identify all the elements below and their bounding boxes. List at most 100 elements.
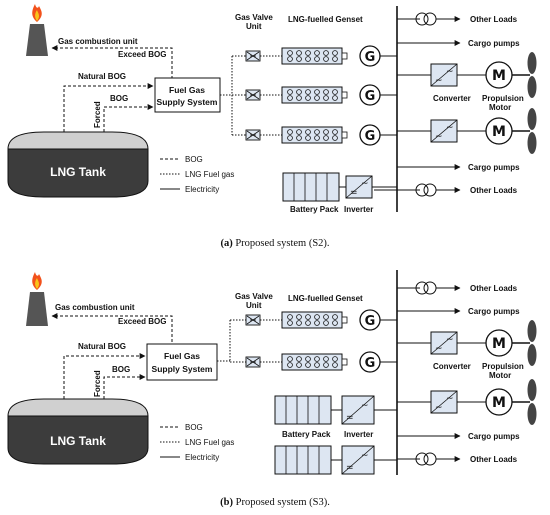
converter-icon — [430, 119, 458, 143]
cargo-pumps-top-label: Cargo pumps — [468, 39, 520, 48]
forced-label: Forced — [93, 370, 102, 397]
genset-engine — [281, 47, 348, 65]
natural-bog-line — [63, 353, 146, 399]
natural-bog-line — [63, 83, 154, 132]
propulsion-label-1: Propulsion — [482, 362, 524, 371]
forced-label: Forced — [93, 101, 102, 128]
genset-engine — [281, 86, 348, 104]
cargo-pumps-top-label: Cargo pumps — [468, 307, 520, 316]
propulsion-label-2: Motor — [489, 371, 511, 380]
diagram-a: Gas combustion unit Exceed BOG LNG Tank … — [7, 4, 537, 249]
converter-icon — [430, 63, 458, 87]
generator-symbol: G — [365, 50, 376, 65]
motor-symbol: M — [492, 336, 506, 352]
inverter-icon — [345, 175, 373, 199]
bog-label: BOG — [110, 94, 128, 103]
motor-symbol: M — [492, 124, 506, 140]
valve-icon — [245, 89, 261, 101]
bog-label: BOG — [112, 365, 130, 374]
fgss-label-2: Supply System — [157, 97, 218, 107]
valve-icon — [245, 50, 261, 62]
gas-combustion-unit-icon — [26, 272, 48, 326]
exceed-bog-label: Exceed BOG — [118, 317, 166, 326]
inverter-icon: = ~ — [341, 445, 375, 475]
battery-pack-icon — [274, 395, 332, 425]
svg-text:~: ~ — [361, 451, 369, 461]
battery-label: Battery Pack — [290, 205, 339, 214]
valve-icon — [245, 314, 261, 326]
caption-a: (a) Proposed system (S2). — [220, 238, 329, 249]
converter-label: Converter — [433, 94, 471, 103]
legend-bog: BOG — [185, 155, 203, 164]
inverter-icon: = ~ — [341, 395, 375, 425]
other-loads-bottom-label: Other Loads — [470, 186, 518, 195]
legend-fuel: LNG Fuel gas — [185, 438, 234, 447]
legend-bog: BOG — [185, 423, 203, 432]
gas-valve-label-2: Unit — [246, 301, 262, 310]
gas-combustion-unit-icon — [26, 4, 48, 56]
fgss-label-1: Fuel Gas — [169, 85, 205, 95]
caption-b: (b) Proposed system (S3). — [220, 497, 330, 508]
legend: BOG LNG Fuel gas Electricity — [160, 423, 234, 462]
valve-to-genset — [260, 319, 282, 363]
other-loads-top-label: Other Loads — [470, 284, 518, 293]
valve-icon — [245, 356, 261, 368]
fgss-label-1: Fuel Gas — [164, 351, 200, 361]
inverter-label: Inverter — [344, 205, 373, 214]
generator-bus-links — [380, 55, 397, 136]
svg-text:~: ~ — [361, 401, 369, 411]
converter-icon — [430, 390, 458, 414]
forced-bog-line — [103, 374, 146, 399]
fuel-gas-lines — [220, 55, 246, 136]
converter-label: Converter — [433, 362, 471, 371]
forced-bog-line — [103, 104, 154, 132]
generator-bus-links — [380, 319, 397, 363]
gas-valve-label-2: Unit — [246, 22, 262, 31]
converter-icon — [430, 331, 458, 355]
tank-label: LNG Tank — [50, 434, 106, 448]
motor-symbol: M — [492, 395, 506, 411]
cargo-pumps-bottom-label: Cargo pumps — [468, 432, 520, 441]
generator-symbol: G — [365, 129, 376, 144]
generator-symbol: G — [365, 356, 376, 371]
legend-electricity: Electricity — [185, 185, 219, 194]
generator-symbol: G — [365, 314, 376, 329]
propulsion-label-1: Propulsion — [482, 94, 524, 103]
valve-to-genset — [260, 55, 282, 136]
gas-valve-label-1: Gas Valve — [235, 292, 273, 301]
natural-bog-label: Natural BOG — [78, 342, 126, 351]
valve-icon — [245, 129, 261, 141]
genset-label: LNG-fuelled Genset — [288, 15, 363, 24]
lng-tank — [7, 398, 149, 465]
lng-tank — [7, 131, 149, 198]
legend: BOG LNG Fuel gas Electricity — [160, 155, 234, 194]
svg-text:=: = — [346, 413, 354, 423]
other-loads-top-label: Other Loads — [470, 15, 518, 24]
genset-engine — [281, 126, 348, 144]
gas-combustion-label: Gas combustion unit — [58, 37, 138, 46]
fgss-label-2: Supply System — [152, 364, 213, 374]
tank-label: LNG Tank — [50, 165, 106, 179]
gas-combustion-label: Gas combustion unit — [55, 303, 135, 312]
other-loads-bottom-label: Other Loads — [470, 455, 518, 464]
cargo-pumps-bottom-label: Cargo pumps — [468, 163, 520, 172]
legend-electricity: Electricity — [185, 453, 219, 462]
genset-label: LNG-fuelled Genset — [288, 294, 363, 303]
generator-symbol: G — [365, 89, 376, 104]
diagram-b: Gas combustion unit Exceed BOG LNG Tank … — [7, 270, 537, 508]
fgss-box — [154, 77, 221, 113]
exceed-bog-line — [51, 313, 173, 342]
fuel-gas-lines — [217, 319, 246, 363]
battery-pack-icon — [274, 445, 332, 475]
propulsion-label-2: Motor — [489, 103, 511, 112]
motor-symbol: M — [492, 68, 506, 84]
legend-fuel: LNG Fuel gas — [185, 170, 234, 179]
gas-valve-label-1: Gas Valve — [235, 13, 273, 22]
battery-label: Battery Pack — [282, 430, 331, 439]
fgss-box — [146, 343, 218, 381]
svg-text:=: = — [346, 463, 354, 473]
genset-engine — [281, 353, 348, 371]
genset-engine — [281, 311, 348, 329]
inverter-label: Inverter — [344, 430, 373, 439]
